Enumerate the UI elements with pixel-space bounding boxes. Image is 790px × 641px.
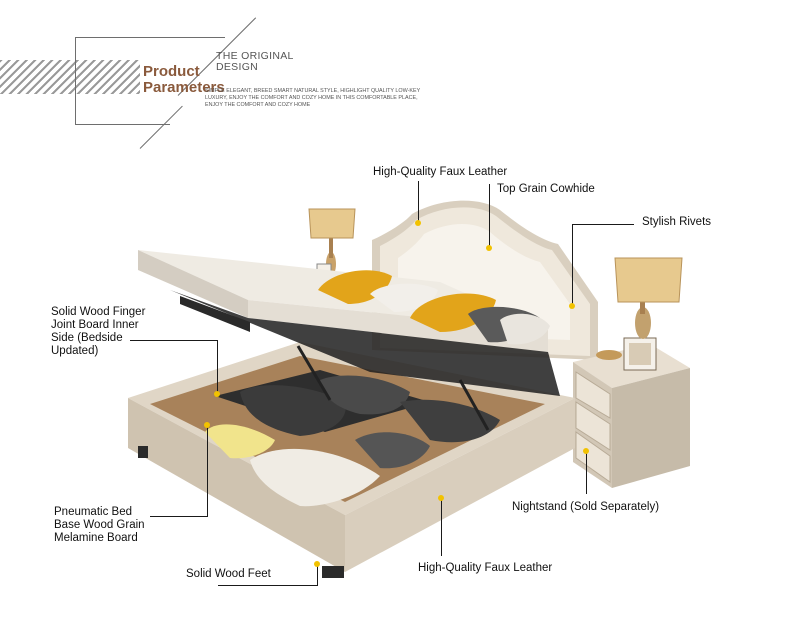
header-frame-line: [75, 37, 225, 38]
callout-pneumatic-line: [207, 426, 208, 517]
callout-faux-leather-bottom-line: [441, 500, 442, 556]
callout-faux-leather-top-dot: [415, 220, 421, 226]
callout-cowhide-line: [489, 184, 490, 246]
callout-pneumatic-line: [150, 516, 208, 517]
page-title: Product Parameters: [143, 64, 225, 96]
callout-faux-leather-bottom-label: High-Quality Faux Leather: [418, 562, 553, 574]
callout-cowhide-dot: [486, 245, 492, 251]
callout-rivets-dot: [569, 303, 575, 309]
callout-nightstand-label: Nightstand (Sold Separately): [512, 501, 660, 513]
callout-finger-joint-dot: [214, 391, 220, 397]
callout-rivets-line: [572, 224, 573, 306]
callout-pneumatic-dot: [204, 422, 210, 428]
design-caption: THE ORIGINAL DESIGN: [216, 51, 294, 73]
callout-faux-leather-top-line: [418, 181, 419, 223]
right-lamp-image: [614, 257, 683, 339]
callout-feet-label: Solid Wood Feet: [186, 568, 271, 580]
callout-feet-dot: [314, 561, 320, 567]
right-nightstand-image: [573, 337, 690, 488]
header-frame-line: [75, 124, 170, 125]
callout-cowhide-label: Top Grain Cowhide: [497, 183, 595, 195]
callout-rivets-line: [572, 224, 634, 225]
callout-feet-line: [218, 585, 318, 586]
design-line-1: THE ORIGINAL: [216, 50, 294, 62]
header-description: SIMPLE ELEGANT, BREED SMART NATURAL STYL…: [205, 88, 445, 109]
left-lamp-image: [308, 208, 356, 276]
title-line-1: Product: [143, 63, 200, 80]
callout-finger-joint-label: Solid Wood Finger Joint Board Inner Side…: [51, 306, 146, 357]
description-line-3: ENJOY THE COMFORT AND COZY HOME: [205, 102, 311, 108]
header-frame-line: [75, 37, 76, 124]
callout-finger-joint-line: [130, 340, 218, 341]
header-stripe-decoration: [0, 60, 140, 94]
callout-faux-leather-bottom-dot: [438, 495, 444, 501]
description-line-2: LUXURY, ENJOY THE COMFORT AND COZY HOME …: [205, 95, 418, 101]
pillows-image: [318, 270, 550, 345]
bed-frame-image: [128, 342, 575, 578]
description-line-1: SIMPLE ELEGANT, BREED SMART NATURAL STYL…: [205, 88, 421, 94]
callout-pneumatic-label: Pneumatic Bed Base Wood Grain Melamine B…: [54, 506, 145, 544]
callout-rivets-label: Stylish Rivets: [642, 216, 712, 228]
callout-faux-leather-top-label: High-Quality Faux Leather: [373, 166, 508, 178]
callout-nightstand-dot: [583, 448, 589, 454]
title-line-2: Parameters: [143, 79, 225, 96]
callout-finger-joint-line: [217, 340, 218, 394]
callout-feet-line: [317, 565, 318, 586]
callout-nightstand-line: [586, 452, 587, 494]
design-line-2: DESIGN: [216, 61, 259, 73]
